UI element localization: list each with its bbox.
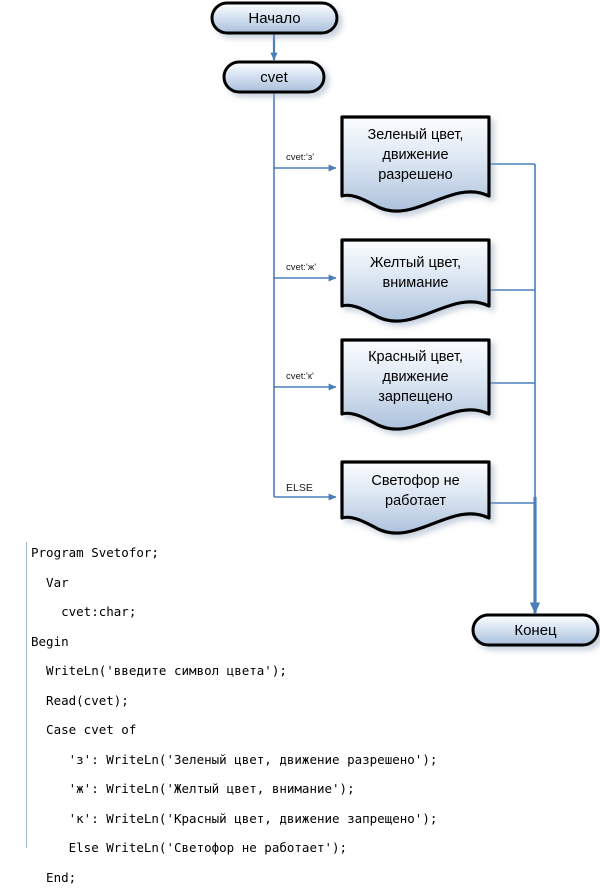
code-line: Begin (31, 627, 600, 657)
code-line: cvet:char; (31, 597, 600, 627)
code-line: 'ж': WriteLn('Желтый цвет, внимание'); (31, 774, 600, 804)
output-node-3-shape (342, 340, 489, 429)
code-line: Else WriteLn('Светофор не работает'); (31, 833, 600, 863)
start-node-shape (212, 3, 337, 33)
code-line: WriteLn('введите символ цвета'); (31, 656, 600, 686)
code-line: 'з': WriteLn('Зеленый цвет, движение раз… (31, 745, 600, 775)
input-node-shape (224, 62, 324, 92)
code-line: Case cvet of (31, 715, 600, 745)
code-line: Var (31, 568, 600, 598)
code-line: Program Svetofor; (31, 538, 600, 568)
code-line: End; (31, 863, 600, 892)
output-node-1-shape (342, 117, 489, 211)
code-line: 'к': WriteLn('Красный цвет, движение зап… (31, 804, 600, 834)
code-listing: Program Svetofor; Var cvet:char; Begin W… (0, 538, 600, 850)
output-node-4-shape (342, 462, 489, 533)
code-line: Read(cvet); (31, 686, 600, 716)
code-lines: Program Svetofor; Var cvet:char; Begin W… (31, 538, 600, 892)
code-left-rule (26, 542, 27, 848)
output-node-2-shape (342, 240, 489, 321)
